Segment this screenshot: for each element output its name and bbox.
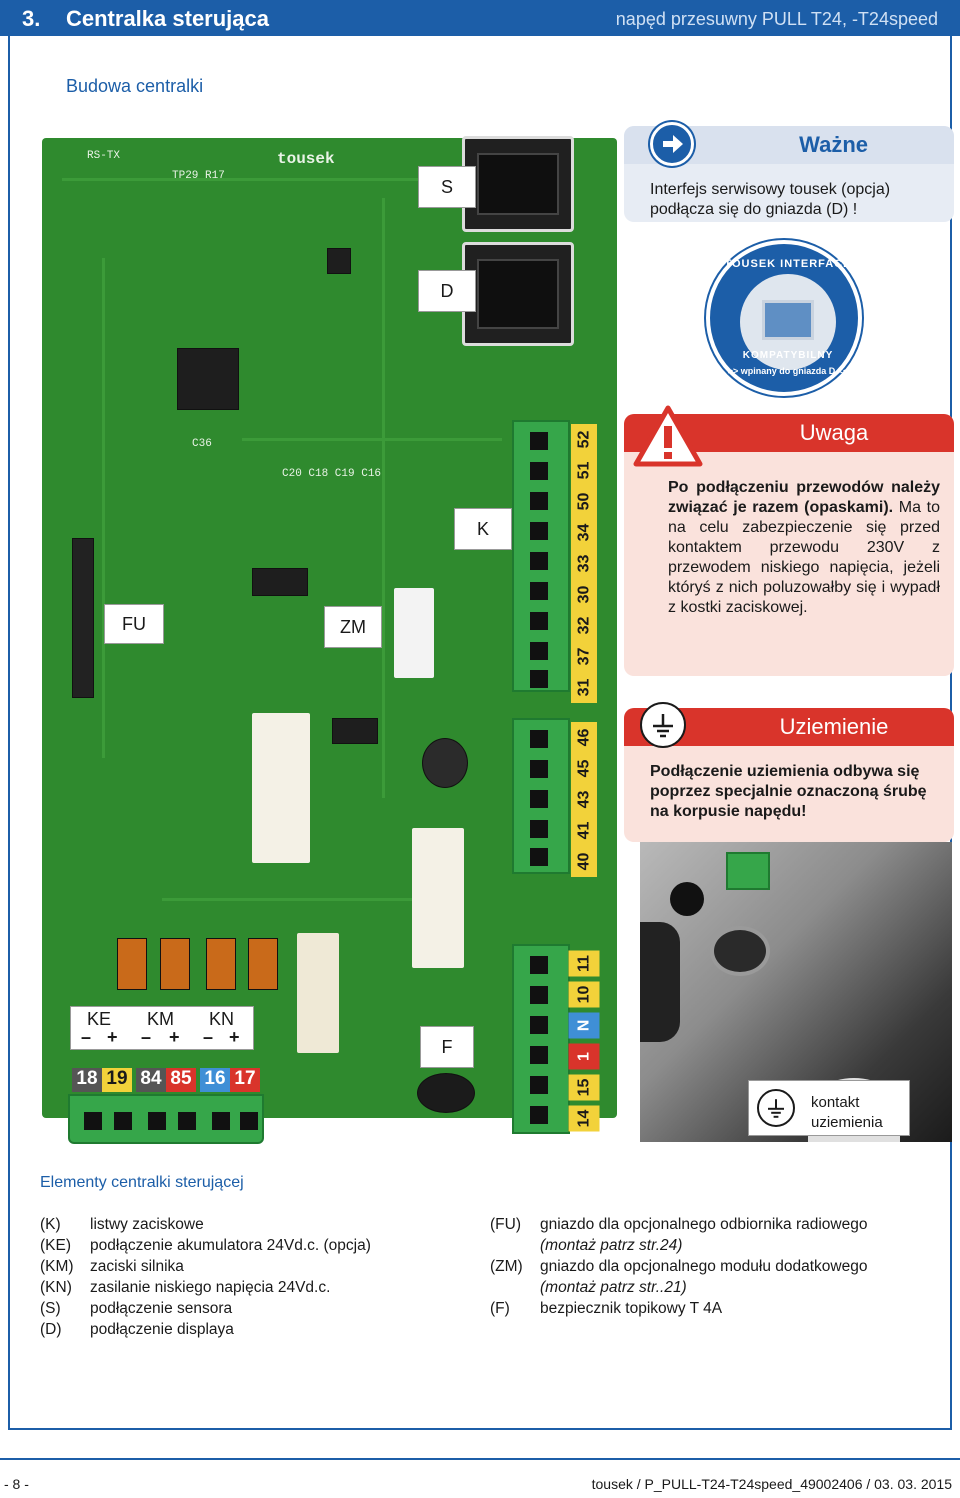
terminal-block-x3 xyxy=(512,420,570,692)
display-jack[interactable] xyxy=(462,242,574,346)
legend-note: (montaż patrz str..21) xyxy=(540,1279,687,1296)
sensor-jack[interactable] xyxy=(462,136,574,232)
legend-item: (FU)gniazdo dla opcjonalnego odbiornika … xyxy=(490,1216,868,1233)
elements-title: Elementy centralki sterującej xyxy=(40,1174,244,1191)
chapter-number: 3. xyxy=(22,6,41,31)
legend-item: (K)listwy zaciskowe xyxy=(40,1216,204,1233)
callout-s: S xyxy=(418,166,476,208)
laptop-icon xyxy=(762,300,814,340)
important-panel: Ważne Interfejs serwisowy tousek (opcja)… xyxy=(624,126,954,222)
legend-item: (D)podłączenie displaya xyxy=(40,1321,234,1338)
grounding-text: Podłączenie uziemienia odbywa się poprze… xyxy=(650,763,927,820)
page-number: - 8 - xyxy=(4,1476,29,1492)
label-kn: KN xyxy=(209,1009,235,1029)
ground-contact-callout: kontakt uziemienia xyxy=(748,1080,910,1136)
callout-d: D xyxy=(418,270,476,312)
important-text: Interfejs serwisowy tousek (opcja) podłą… xyxy=(650,181,891,218)
legend-item: (KE)podłączenie akumulatora 24Vd.c. (opc… xyxy=(40,1237,371,1254)
label-ke: KE xyxy=(87,1009,112,1029)
callout-f: F xyxy=(420,1026,474,1068)
legend-item: (ZM)gniazdo dla opcjonalnego modułu doda… xyxy=(490,1258,868,1275)
ground-symbol-icon xyxy=(640,702,686,748)
terminal-numbers-bottom: 18 19 84 85 16 17 xyxy=(72,1068,260,1092)
terminal-block-bottom xyxy=(68,1094,264,1144)
arrow-right-icon xyxy=(650,122,694,166)
callout-k: K xyxy=(454,508,512,550)
terminal-block-x6 xyxy=(512,718,570,874)
chapter-subtitle: napęd przesuwny PULL T24, -T24speed xyxy=(615,9,938,29)
terminal-numbers-x8: 11 10 N 1 15 14 xyxy=(568,948,600,1134)
warning-text: Ma to na celu zabezpieczenie się przed k… xyxy=(668,499,940,616)
page-footer: - 8 - tousek / P_PULL-T24-T24speed_49002… xyxy=(0,1468,960,1498)
page-header: 3. Centralka sterująca napęd przesuwny P… xyxy=(0,0,960,36)
footer-rule xyxy=(0,1458,960,1460)
callout-zm: ZM xyxy=(324,606,382,648)
chapter-title: Centralka sterująca xyxy=(66,6,269,31)
legend-item: (KM)zaciski silnika xyxy=(40,1258,184,1275)
ground-contact-icon xyxy=(757,1089,795,1127)
legend-item: (F)bezpiecznik topikowy T 4A xyxy=(490,1300,723,1317)
terminal-block-x8 xyxy=(512,944,570,1134)
callout-fu: FU xyxy=(104,604,164,644)
warning-triangle-icon xyxy=(632,404,704,468)
callout-ke-km-kn: KE KM KN – + – + – + xyxy=(70,1006,254,1050)
warning-bold-text: Po podłączeniu przewodów należy związać … xyxy=(668,479,940,516)
legend-item: (KN)zasilanie niskiego napięcia 24Vd.c. xyxy=(40,1279,331,1296)
document-reference: tousek / P_PULL-T24-T24speed_49002406 / … xyxy=(591,1476,952,1492)
tousek-interface-badge: TOUSEK INTERFACE KOMPATYBILNY >> wpinany… xyxy=(706,240,862,396)
legend-item: (S)podłączenie sensora xyxy=(40,1300,233,1317)
section-title: Budowa centralki xyxy=(66,76,204,96)
ground-contact-label: kontakt uziemienia xyxy=(811,1094,883,1131)
legend-left: (K)listwy zaciskowe (KE)podłączenie akum… xyxy=(40,1214,460,1340)
legend-note: (montaż patrz str.24) xyxy=(540,1237,683,1254)
label-km: KM xyxy=(147,1009,174,1029)
legend-right: (FU)gniazdo dla opcjonalnego odbiornika … xyxy=(490,1214,940,1319)
